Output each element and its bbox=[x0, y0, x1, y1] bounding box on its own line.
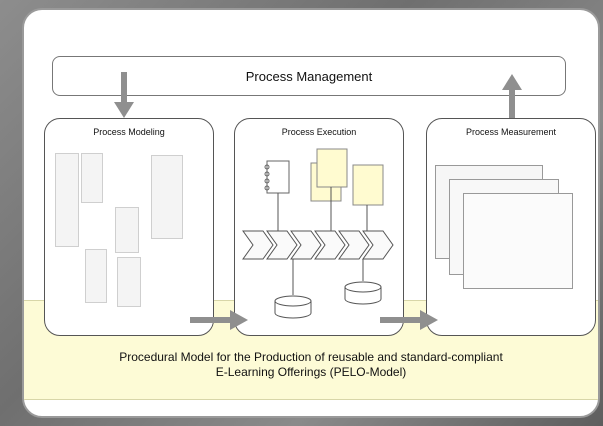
caption-line-1: Procedural Model for the Production of r… bbox=[119, 350, 503, 364]
caption-line-2: E-Learning Offerings (PELO-Model) bbox=[215, 365, 407, 379]
process-execution-title: Process Execution bbox=[281, 127, 357, 137]
pelo-model-caption: Procedural Model for the Production of r… bbox=[24, 350, 598, 380]
arrow-right-icon bbox=[190, 310, 248, 330]
process-modeling-box: Process Modeling bbox=[44, 118, 214, 336]
process-execution-box: Process Execution bbox=[234, 118, 404, 336]
down-arrow-icon bbox=[114, 72, 134, 120]
slide-frame: Process Management Process Modeling Proc… bbox=[22, 8, 600, 418]
process-measurement-box: Process Measurement bbox=[426, 118, 596, 336]
up-arrow-icon bbox=[502, 74, 522, 120]
process-modeling-title: Process Modeling bbox=[93, 127, 165, 137]
arrow-right-icon bbox=[380, 310, 438, 330]
process-management-label: Process Management bbox=[245, 68, 373, 84]
execution-illustration bbox=[242, 148, 394, 319]
process-management-box: Process Management bbox=[52, 56, 566, 96]
process-measurement-title: Process Measurement bbox=[465, 127, 557, 137]
